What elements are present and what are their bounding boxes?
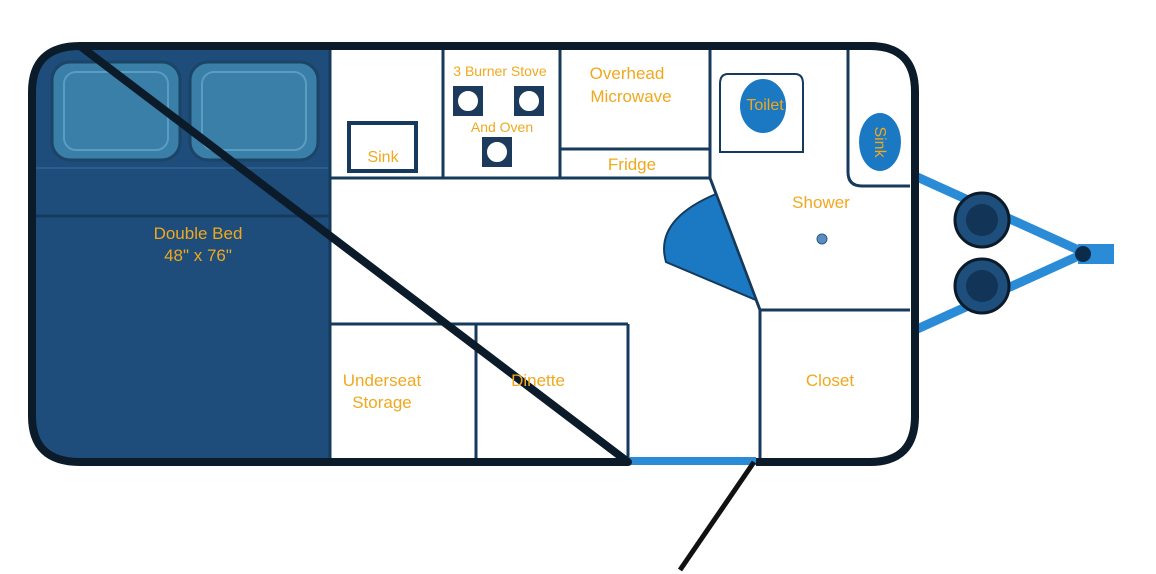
toilet-fixture: [719, 73, 804, 153]
storage-label-2: Storage: [352, 393, 412, 412]
microwave-label: Overhead: [590, 64, 665, 83]
bath-sink-basin: [859, 113, 901, 171]
oven-label: And Oven: [471, 119, 533, 135]
closet-label: Closet: [806, 371, 854, 390]
wheel-icon: [953, 257, 1011, 315]
pillow-icon: [50, 60, 182, 162]
trailer-outline: [28, 42, 919, 466]
stove-label: 3 Burner Stove: [453, 63, 547, 79]
dinette-label: Dinette: [511, 371, 565, 390]
fridge-label: Fridge: [608, 155, 656, 174]
microwave-label-2: Microwave: [590, 87, 671, 106]
tow-hitch: [913, 171, 1114, 335]
burner-ring-icon: [453, 86, 483, 116]
pillow-icon: [188, 60, 320, 162]
burner-ring-icon: [514, 86, 544, 116]
storage-label: Underseat: [343, 371, 422, 390]
bed-size-label: 48" x 76": [164, 246, 232, 265]
burner-ring-icon: [482, 137, 512, 167]
bed-label: Double Bed: [154, 224, 243, 243]
double-bed: [34, 47, 330, 462]
drain-icon: [816, 233, 828, 245]
bath-sink-label: Sink: [871, 126, 888, 158]
hitch-ball-icon: [1075, 246, 1091, 262]
interior-walls: [328, 48, 910, 460]
toilet-label: Toilet: [746, 97, 784, 114]
entry-door-swing: [677, 460, 757, 572]
wheel-icon: [953, 191, 1011, 249]
shower-door-swing: [663, 192, 758, 302]
stove-burners: [453, 86, 544, 167]
galley-sink-label: Sink: [367, 149, 399, 166]
shower-label: Shower: [792, 193, 850, 212]
toilet-bowl: [740, 79, 786, 133]
galley-sink-basin: [347, 121, 418, 173]
